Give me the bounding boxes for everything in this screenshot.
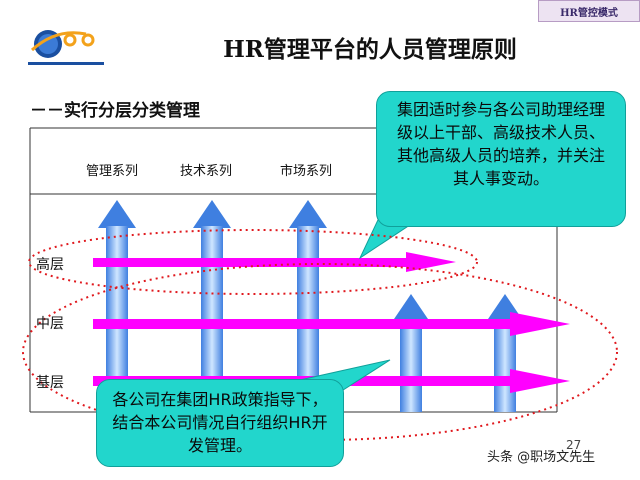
senior-level-ellipse [28,229,478,295]
row-label-senior: 高层 [36,257,64,273]
page-title: HR管理平台的人员管理原则 [223,36,517,63]
arrow-fourth-series [392,294,430,412]
arrow-middle-level [93,312,570,336]
page-subtitle: －－实行分层分类管理 [30,101,200,121]
column-header-management: 管理系列 [86,164,139,179]
arrow-fifth-series [486,294,524,412]
column-header-marketing: 市场系列 [280,164,333,179]
row-label-middle: 中层 [36,316,64,332]
top-callout-box: 集团适时参与各公司助理经理级以上干部、高级技术人员、其他高级人员的培养，并关注其… [376,91,626,227]
bottom-callout-box: 各公司在集团HR政策指导下，结合本公司情况自行组织HR开发管理。 [96,379,344,467]
company-logo [28,30,104,65]
arrow-senior-level [93,252,456,272]
column-header-technical: 技术系列 [180,164,233,179]
watermark: 头条 @职场文先生 [487,450,596,465]
row-label-base: 基层 [36,375,64,391]
page-number: 27 [566,438,582,452]
